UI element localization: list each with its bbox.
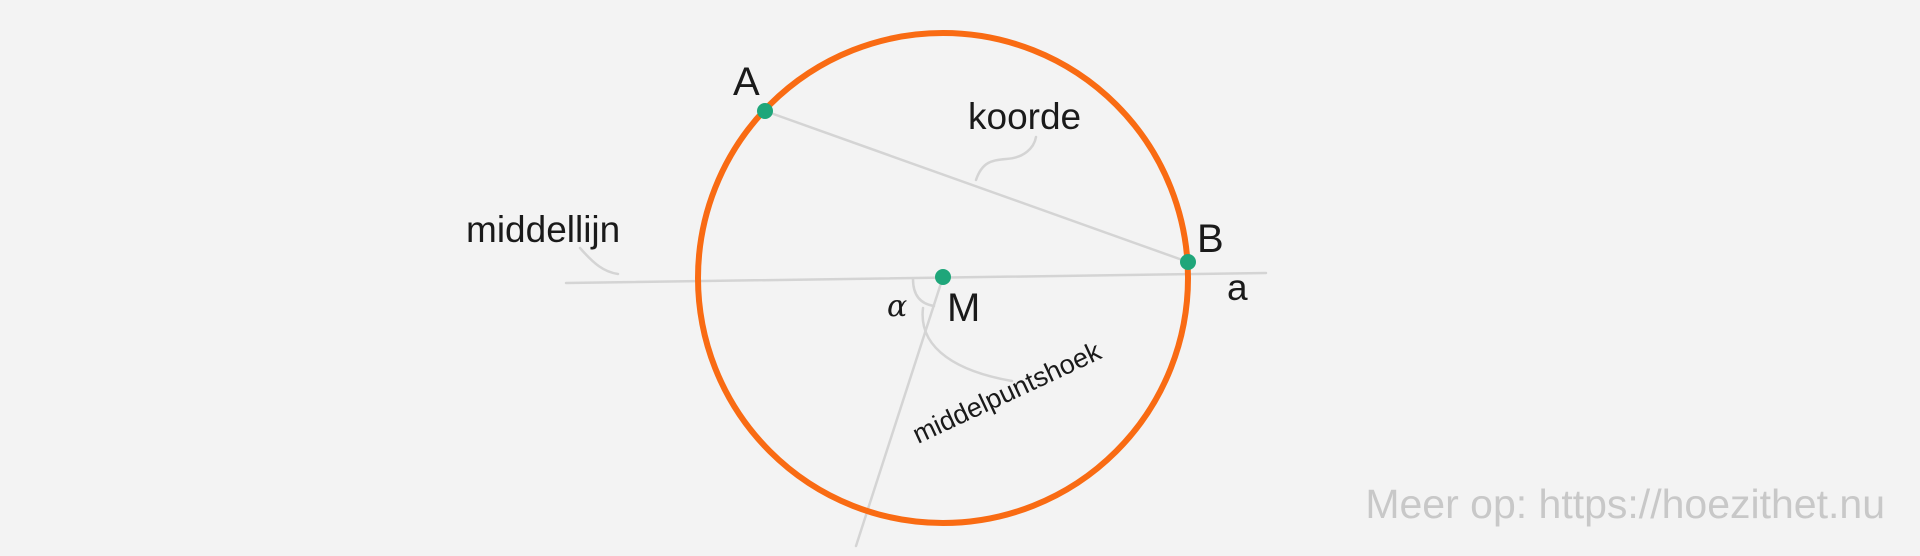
radius-line — [854, 275, 945, 548]
diameter-line — [564, 271, 1268, 285]
chord-line — [763, 109, 1190, 264]
circle — [695, 30, 1191, 526]
diameter-label: middellijn — [466, 209, 620, 250]
central-angle-label: middelpuntshoek — [908, 336, 1106, 450]
label-a: A — [733, 60, 760, 104]
watermark: Meer op: https://hoezithet.nu — [1365, 481, 1885, 527]
diameter-label-connector — [578, 246, 620, 276]
point-b — [1180, 254, 1196, 270]
chord-label: koorde — [968, 96, 1081, 137]
central-angle-arc — [911, 277, 936, 308]
label-m: M — [947, 286, 980, 330]
chord-label-connector — [974, 135, 1038, 182]
central-angle-label-connector — [921, 306, 1014, 383]
point-a — [757, 103, 773, 119]
label-b: B — [1197, 217, 1224, 261]
angle-symbol: α — [887, 289, 907, 324]
line-a-label: a — [1227, 267, 1248, 308]
point-m — [935, 269, 951, 285]
